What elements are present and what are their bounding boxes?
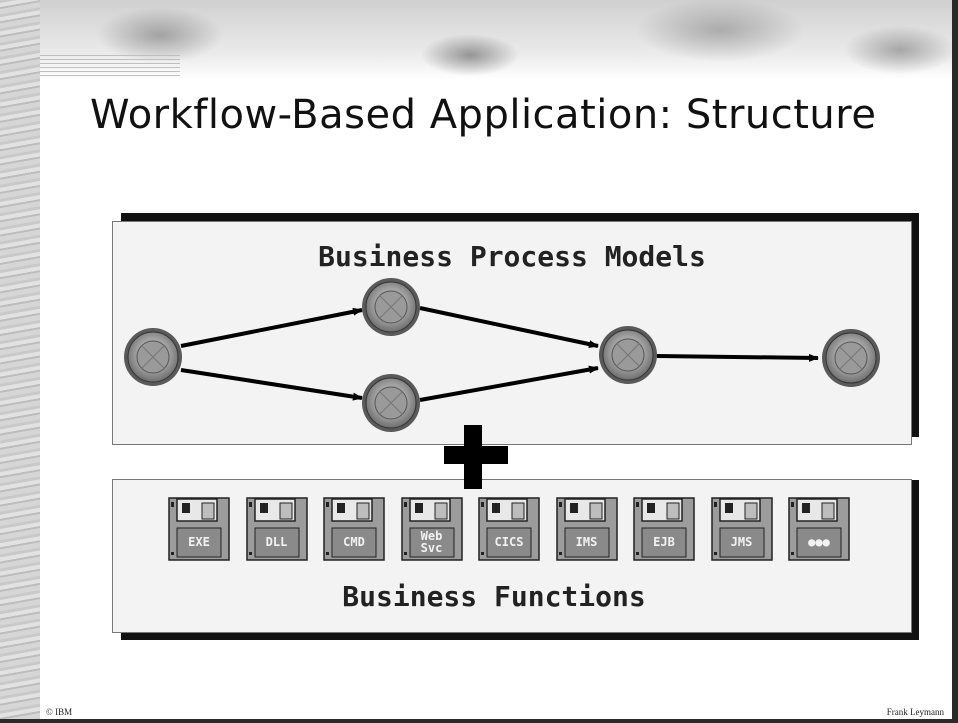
function-label: ●●● (808, 535, 830, 549)
floppy-disk-icon (788, 497, 850, 561)
function-label: CMD (343, 535, 365, 549)
function-disk-cics: CICS (478, 497, 540, 561)
function-disk-ims: IMS (555, 497, 618, 561)
function-label: EJB (653, 535, 675, 549)
slide-border-bottom (0, 719, 958, 723)
edge-upper-join (419, 306, 599, 349)
function-label: JMS (730, 535, 753, 549)
floppy-disk-icon (168, 497, 230, 561)
floppy-disk-icon (323, 497, 385, 561)
function-disk-more: ●●● (788, 497, 850, 561)
floppy-disk-icon (478, 497, 540, 561)
edge-join-end (656, 353, 819, 362)
floppy-disk-icon (400, 497, 463, 561)
function-disk-jms: JMS (710, 497, 773, 561)
floppy-disk-icon (710, 497, 773, 561)
function-disk-cmd: CMD (323, 497, 385, 561)
process-node-start (124, 328, 182, 386)
edge-start-lower (180, 368, 363, 401)
footer-copyright: © IBM (46, 707, 73, 717)
slide-border-right (952, 0, 958, 723)
edge-start-upper (180, 307, 363, 348)
function-disk-dll: DLL (245, 497, 308, 561)
decorative-lines (40, 55, 180, 77)
function-label: IMS (575, 535, 598, 549)
process-panel-title: Business Process Models (318, 240, 706, 273)
function-icon-row: EXE DLL CMD Web Svc CICS IMS EJB JMS ●●● (168, 497, 858, 561)
function-label: Web Svc (420, 529, 443, 555)
plus-icon (444, 425, 508, 489)
edge-lower-join (419, 365, 599, 402)
function-label: CICS (494, 535, 524, 549)
floppy-disk-icon (633, 497, 695, 561)
footer-author: Frank Leymann (886, 707, 944, 717)
function-disk-ejb: EJB (633, 497, 695, 561)
function-disk-web-svc: Web Svc (400, 497, 463, 561)
decorative-left-strip (0, 0, 40, 723)
process-node-upper (362, 278, 420, 336)
process-node-end (822, 329, 880, 387)
process-node-lower (362, 374, 420, 432)
function-label: EXE (188, 535, 210, 549)
slide-title: Workflow-Based Application: Structure (90, 92, 877, 138)
process-node-join (599, 326, 657, 384)
function-disk-exe: EXE (168, 497, 230, 561)
function-label: DLL (265, 535, 288, 549)
functions-panel-title: Business Functions (342, 580, 646, 613)
floppy-disk-icon (245, 497, 308, 561)
floppy-disk-icon (555, 497, 618, 561)
